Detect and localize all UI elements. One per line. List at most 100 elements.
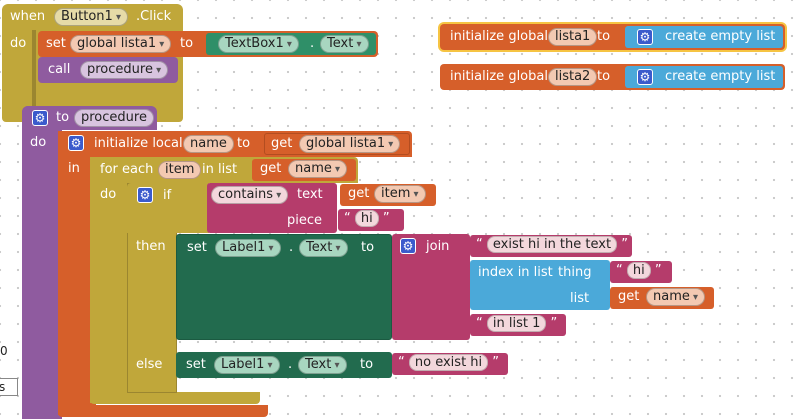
for-each-header[interactable]: for each item in list get name bbox=[90, 157, 358, 183]
event-body-notch bbox=[32, 30, 36, 116]
set-label: set bbox=[46, 36, 66, 51]
component-dropdown-textbox1[interactable]: TextBox1 bbox=[218, 35, 299, 53]
index-in-list-block[interactable]: index in list thing list bbox=[470, 260, 610, 310]
contains-text-block[interactable]: contains text piece bbox=[207, 183, 337, 233]
else-label: else bbox=[136, 357, 163, 372]
set-label: set bbox=[187, 240, 207, 255]
string-value[interactable]: in list 1 bbox=[486, 315, 547, 332]
to-label: to bbox=[361, 240, 375, 255]
var-dropdown-global-lista1[interactable]: global lista1 bbox=[70, 35, 172, 53]
get-global-lista1-block[interactable]: get global lista1 bbox=[264, 133, 410, 155]
string-value[interactable]: hi bbox=[354, 210, 379, 227]
join-block[interactable]: join bbox=[392, 234, 470, 340]
property-dropdown-text[interactable]: Text bbox=[320, 35, 369, 53]
edge-input-box[interactable]: s bbox=[0, 378, 18, 396]
in-list-label: in list bbox=[202, 162, 238, 177]
var-dropdown-name[interactable]: name bbox=[288, 160, 348, 178]
gear-icon[interactable] bbox=[637, 29, 653, 45]
set-label1-text-block[interactable]: set Label1 . Text to bbox=[176, 234, 392, 340]
do-label: do bbox=[10, 36, 27, 51]
initialize-global-lista2-block[interactable]: initialize global lista2 to create empty… bbox=[440, 64, 785, 90]
contains-operator-dropdown[interactable]: contains bbox=[211, 186, 289, 204]
property-dropdown-text[interactable]: Text bbox=[299, 239, 348, 257]
in-label: in bbox=[68, 161, 80, 176]
join-string-1[interactable]: “ exist hi in the text ” bbox=[470, 235, 632, 257]
set-global-lista1-block[interactable]: set global lista1 to TextBox1 . Text bbox=[38, 31, 378, 57]
string-value[interactable]: hi bbox=[626, 262, 651, 279]
string-literal: “ no exist hi ” bbox=[398, 354, 500, 371]
gear-icon[interactable] bbox=[400, 238, 416, 254]
join-label: join bbox=[426, 239, 450, 254]
get-label: get bbox=[618, 289, 640, 304]
textbox1-text-getter[interactable]: TextBox1 . Text bbox=[206, 33, 376, 55]
do-label: do bbox=[100, 187, 117, 202]
to-label: to bbox=[597, 29, 611, 44]
edge-text-s: s bbox=[0, 380, 6, 394]
index-in-list-label: index in list bbox=[478, 265, 553, 280]
initialize-global-lista1-block[interactable]: initialize global lista1 to create empty… bbox=[440, 24, 785, 50]
dot-separator: . bbox=[310, 36, 315, 51]
do-label: do bbox=[30, 135, 47, 150]
loop-var-item[interactable]: item bbox=[158, 161, 202, 179]
get-item-block[interactable]: get item bbox=[340, 184, 436, 206]
get-name-block[interactable]: get name bbox=[610, 287, 714, 309]
string-literal-hi: “ hi ” bbox=[344, 210, 390, 227]
for-each-label: for each bbox=[100, 162, 154, 177]
component-dropdown-button1[interactable]: Button1 bbox=[54, 8, 129, 26]
join-string-3[interactable]: “ in list 1 ” bbox=[470, 314, 566, 336]
to-label: to bbox=[360, 357, 374, 372]
event-name-label: .Click bbox=[136, 9, 172, 24]
piece-string-block[interactable]: “ hi ” bbox=[338, 209, 404, 231]
gear-icon[interactable] bbox=[68, 135, 84, 151]
global-name-lista2[interactable]: lista2 bbox=[548, 68, 598, 86]
to-label: to bbox=[180, 36, 194, 51]
procedure-header[interactable]: to procedure bbox=[22, 106, 157, 130]
string-value[interactable]: exist hi in the text bbox=[486, 236, 618, 253]
string-literal: “ in list 1 ” bbox=[476, 315, 558, 332]
var-dropdown-item[interactable]: item bbox=[374, 185, 426, 203]
gear-icon[interactable] bbox=[637, 69, 653, 85]
else-set-label1-text-block[interactable]: set Label1 . Text to bbox=[176, 352, 392, 378]
if-label: if bbox=[163, 188, 172, 203]
component-dropdown-label1[interactable]: Label1 bbox=[215, 239, 281, 257]
var-dropdown-global-lista1[interactable]: global lista1 bbox=[299, 135, 401, 153]
to-label: to bbox=[56, 110, 70, 125]
string-literal-hi: “ hi ” bbox=[616, 262, 662, 279]
edge-text-zero: 0 bbox=[0, 344, 8, 358]
list-label: list bbox=[570, 291, 590, 306]
procedure-name[interactable]: procedure bbox=[74, 109, 154, 127]
gear-icon[interactable] bbox=[32, 110, 48, 126]
if-header[interactable]: if bbox=[127, 183, 209, 233]
get-label: get bbox=[348, 186, 370, 201]
for-each-footer bbox=[90, 392, 260, 404]
procedure-definition-block[interactable] bbox=[22, 106, 62, 419]
init-global-label: initialize global bbox=[450, 29, 548, 44]
then-label: then bbox=[136, 239, 166, 254]
component-dropdown-label1[interactable]: Label1 bbox=[214, 356, 280, 374]
local-var-name[interactable]: name bbox=[183, 135, 234, 153]
create-empty-list-label: create empty list bbox=[665, 29, 776, 44]
procedure-dropdown[interactable]: procedure bbox=[80, 61, 169, 79]
var-dropdown-name[interactable]: name bbox=[646, 288, 706, 306]
piece-label: piece bbox=[287, 213, 323, 228]
global-name-lista1[interactable]: lista1 bbox=[548, 28, 598, 46]
to-label: to bbox=[237, 136, 251, 151]
create-empty-list-block[interactable]: create empty list bbox=[625, 66, 783, 88]
initialize-local-block[interactable] bbox=[58, 131, 96, 415]
for-each-block[interactable] bbox=[90, 157, 128, 403]
property-dropdown-text[interactable]: Text bbox=[298, 356, 347, 374]
get-label: get bbox=[271, 136, 293, 151]
string-value[interactable]: no exist hi bbox=[408, 354, 489, 371]
set-label: set bbox=[186, 357, 206, 372]
init-local-label: initialize local bbox=[94, 136, 183, 151]
create-empty-list-block[interactable]: create empty list bbox=[625, 26, 783, 48]
to-label: to bbox=[597, 69, 611, 84]
call-procedure-block[interactable]: call procedure bbox=[38, 57, 178, 83]
gear-icon[interactable] bbox=[137, 187, 153, 203]
initialize-local-header[interactable]: initialize local name to get global list… bbox=[58, 131, 412, 157]
else-string-block[interactable]: “ no exist hi ” bbox=[392, 353, 508, 375]
get-label: get bbox=[260, 161, 282, 176]
get-name-block[interactable]: get name bbox=[252, 159, 356, 181]
thing-string-block[interactable]: “ hi ” bbox=[610, 261, 672, 283]
call-label: call bbox=[48, 62, 71, 77]
